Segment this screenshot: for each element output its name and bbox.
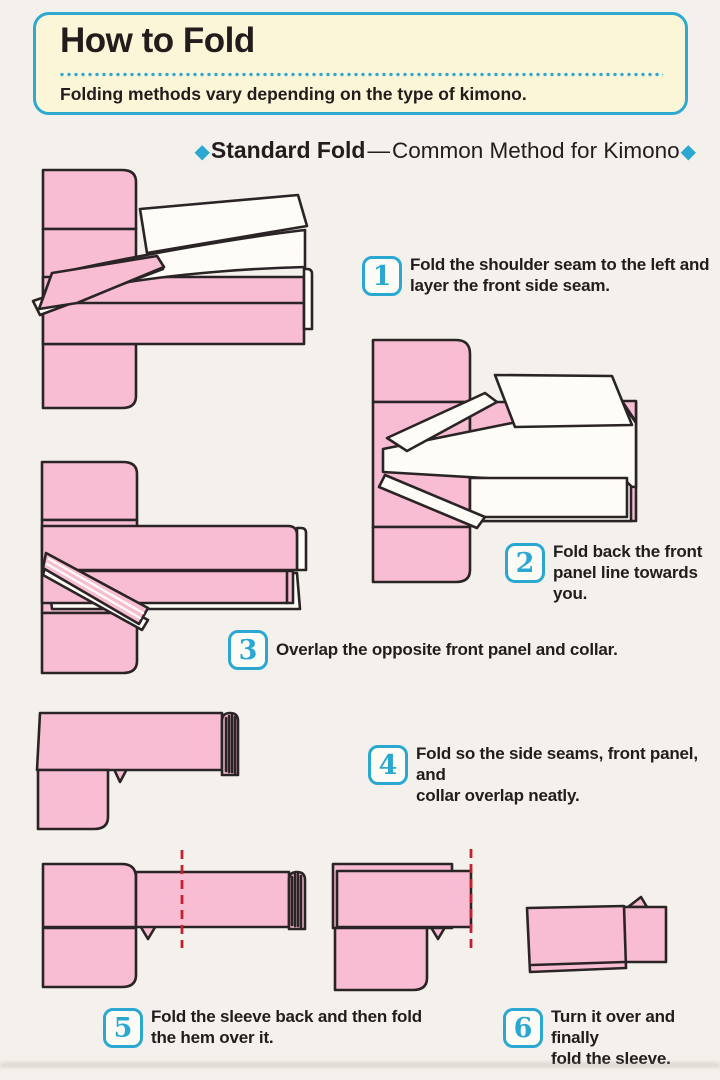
step-3-number-badge: 3 bbox=[228, 630, 268, 670]
step-1-number: 1 bbox=[372, 260, 392, 292]
step-6-text-line1: Turn it over and finally bbox=[551, 1007, 675, 1047]
section-heading: ◆Standard Fold—Common Method for Kimono◆ bbox=[0, 133, 697, 169]
kimono-fold-diagram-6-result bbox=[525, 895, 668, 974]
step-4-text-line2: collar overlap neatly. bbox=[416, 786, 580, 805]
header-box: How to Fold Folding methods vary dependi… bbox=[33, 12, 688, 115]
step-2-text: Fold back the front panel line towards y… bbox=[553, 541, 720, 604]
step-6-text: Turn it over and finally fold the sleeve… bbox=[551, 1006, 720, 1069]
kimono-fold-diagram-1 bbox=[31, 168, 314, 410]
section-title-sub: Common Method for Kimono bbox=[391, 138, 680, 163]
step-4-number: 4 bbox=[378, 749, 398, 781]
kimono-fold-diagram-5-after bbox=[331, 849, 473, 992]
step-3-text-line1: Overlap the opposite front panel and col… bbox=[276, 640, 618, 659]
step-5-number-badge: 5 bbox=[103, 1008, 143, 1048]
page-edge-shadow bbox=[0, 1062, 720, 1068]
section-title-main: Standard Fold bbox=[210, 137, 366, 163]
step-1-text-line1: Fold the shoulder seam to the left and bbox=[410, 255, 710, 274]
step-4-number-badge: 4 bbox=[368, 745, 408, 785]
section-title-dash: — bbox=[367, 138, 390, 163]
step-2-text-line1: Fold back the front bbox=[553, 542, 703, 561]
step-5-text: Fold the sleeve back and then fold the h… bbox=[151, 1006, 422, 1048]
step-6-number-badge: 6 bbox=[503, 1008, 543, 1048]
step-3-text: Overlap the opposite front panel and col… bbox=[276, 639, 618, 660]
step-5-text-line1: Fold the sleeve back and then fold bbox=[151, 1007, 422, 1026]
header-subtitle: Folding methods vary depending on the ty… bbox=[60, 84, 527, 104]
step-4-text-line1: Fold so the side seams, front panel, and bbox=[416, 744, 698, 784]
step-2-number-badge: 2 bbox=[505, 543, 545, 583]
kimono-fold-diagram-3 bbox=[40, 460, 308, 675]
step-4-text: Fold so the side seams, front panel, and… bbox=[416, 743, 720, 806]
step-2-number: 2 bbox=[515, 547, 535, 579]
page-title: How to Fold bbox=[60, 21, 255, 60]
step-3-number: 3 bbox=[238, 634, 258, 666]
kimono-fold-diagram-2 bbox=[371, 338, 638, 584]
step-6-number: 6 bbox=[513, 1012, 533, 1044]
step-1-text: Fold the shoulder seam to the left and l… bbox=[410, 254, 710, 296]
dotted-separator bbox=[60, 72, 663, 77]
kimono-fold-diagram-5-before bbox=[41, 850, 307, 989]
diamond-left-icon: ◆ bbox=[194, 141, 210, 163]
step-6-text-line2: fold the sleeve. bbox=[551, 1049, 671, 1068]
step-1-number-badge: 1 bbox=[362, 256, 402, 296]
step-5-text-line2: the hem over it. bbox=[151, 1028, 274, 1047]
step-2-text-line2: panel line towards you. bbox=[553, 563, 698, 603]
step-5-number: 5 bbox=[113, 1012, 133, 1044]
kimono-fold-diagram-4 bbox=[35, 711, 240, 831]
diamond-right-icon: ◆ bbox=[680, 141, 696, 163]
step-1-text-line2: layer the front side seam. bbox=[410, 276, 610, 295]
